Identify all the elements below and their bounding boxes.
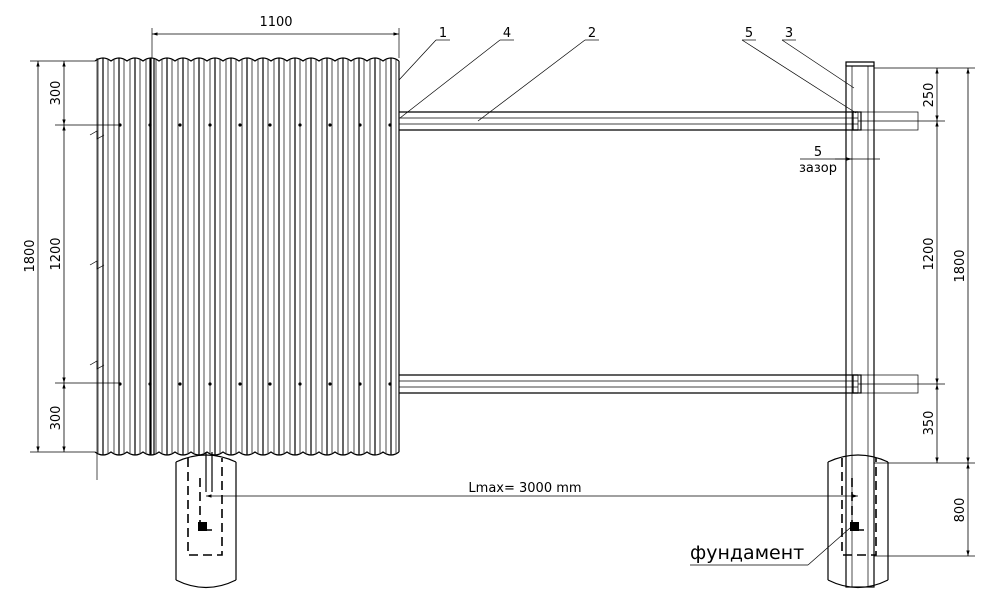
right-middle-label: 1200 <box>922 237 937 270</box>
right-bottom-label: 350 <box>922 411 937 436</box>
foundation-depth-label: 800 <box>953 498 968 523</box>
sheet-width-label: 1100 <box>259 15 292 30</box>
callout-2: 2 <box>588 26 596 41</box>
left-middle-label: 1200 <box>49 237 64 270</box>
span-label: Lmax= 3000 mm <box>468 481 581 496</box>
labels: 1100 1800 300 1200 300 250 1200 350 1800… <box>23 15 968 564</box>
leader-lines <box>398 39 857 566</box>
right-top-label: 250 <box>922 83 937 108</box>
gap-value-label: 5 <box>814 145 822 160</box>
left-bottom-offset-label: 300 <box>49 406 64 431</box>
left-dimensions <box>30 58 120 480</box>
gap-text-label: зазор <box>799 161 837 176</box>
foundation-left <box>175 452 237 589</box>
foundation-label: фундамент <box>690 542 804 564</box>
left-total-height-label: 1800 <box>23 239 38 272</box>
left-top-offset-label: 300 <box>49 81 64 106</box>
foundation-right <box>827 454 889 589</box>
rail-bottom <box>399 374 919 394</box>
rail-top <box>399 111 919 131</box>
sheet-width-dimension <box>151 28 400 58</box>
callout-1: 1 <box>439 26 447 41</box>
callout-4: 4 <box>503 26 511 41</box>
post-right <box>845 61 875 588</box>
callout-5: 5 <box>745 26 753 41</box>
corrugated-sheet <box>94 57 400 456</box>
right-total-label: 1800 <box>953 249 968 282</box>
callout-3: 3 <box>785 26 793 41</box>
right-dimensions <box>874 67 975 557</box>
